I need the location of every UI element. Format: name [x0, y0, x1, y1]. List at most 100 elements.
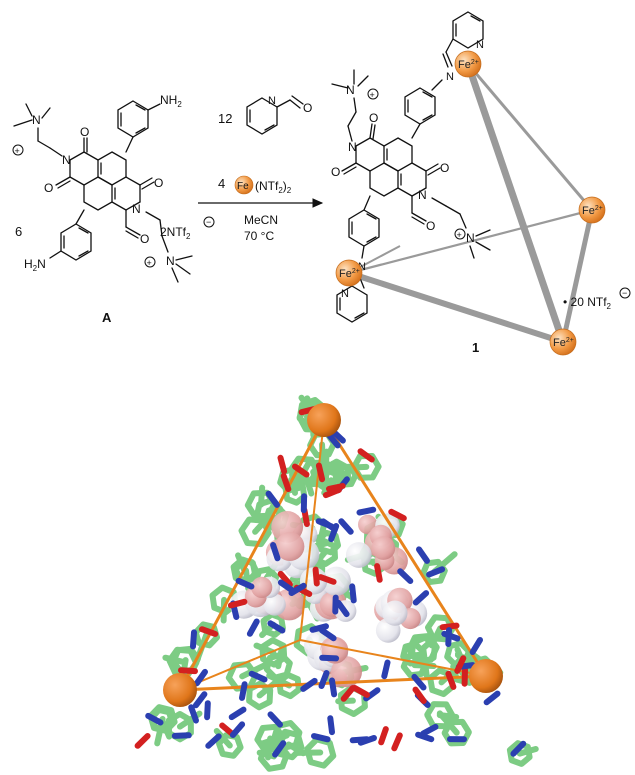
- guest-atom-sphere: [331, 656, 362, 688]
- product-cage-schematic: N N O O N N +: [331, 11, 631, 356]
- nitrogen-atom-stick: [420, 723, 439, 737]
- reagents: 12 N O 4 Fe (NTf2)2 MeCN 70 °C: [198, 95, 324, 243]
- oxygen-atom-stick: [227, 598, 248, 609]
- oxygen-atom-stick: [326, 483, 346, 492]
- guest-atom-sphere: [382, 600, 408, 626]
- guest-atom-sphere: [371, 536, 396, 560]
- aniline-ring-top: [117, 100, 149, 138]
- product-nitrogen-ammonium-1: N: [346, 83, 355, 97]
- nitrogen-atom-stick: [349, 583, 357, 604]
- oxygen-atom-stick: [454, 655, 467, 674]
- oxygen-atom-stick: [292, 463, 310, 478]
- nitrogen-atom-stick: [381, 659, 391, 680]
- bond-stick: [252, 514, 272, 535]
- oxygen-label-2: O: [44, 181, 53, 195]
- product-imine-bottom-n: N: [358, 261, 366, 273]
- product-aryl-ring-bottom: [348, 209, 380, 247]
- nitrogen-atom-stick: [272, 740, 287, 758]
- product-charge-plus-1: +: [370, 90, 375, 100]
- iron-salt-formula: (NTf2)2: [255, 179, 292, 195]
- heteroatoms: [134, 405, 527, 758]
- oxygen-atom-stick: [351, 685, 370, 698]
- guest-atom-sphere: [345, 542, 372, 568]
- product-oxygen-3: O: [440, 161, 449, 175]
- oxygen-atom-stick: [199, 626, 219, 637]
- iron-node-top: [454, 50, 482, 78]
- iron-node-right-label: Fe2+: [582, 205, 603, 217]
- nitrogen-atom-stick: [204, 700, 211, 721]
- oxygen-atom-stick: [340, 685, 356, 702]
- product-pyridine-bottom: [336, 285, 368, 323]
- oxygen-atom-stick: [357, 448, 375, 463]
- counterion-A: 2NTf2: [160, 225, 191, 241]
- oxygen-atom-stick: [280, 472, 292, 493]
- iron-ball-icon: [234, 175, 254, 195]
- nitrogen-atom-stick: [338, 518, 354, 535]
- nitrogen-atom-stick: [267, 620, 286, 634]
- oxygen-atom-stick: [388, 508, 407, 522]
- product-charge-plus-2: +: [457, 230, 462, 240]
- bond-stick: [256, 749, 277, 760]
- oxygen-label-1: O: [80, 125, 89, 139]
- nitrogen-atom-stick: [235, 577, 255, 590]
- nitrogen-atom-stick: [319, 627, 337, 642]
- aldehyde-oxygen: O: [303, 101, 312, 115]
- oxygen-atom-stick: [315, 462, 326, 483]
- nitrogen-atom-stick: [318, 670, 330, 689]
- bond-stick: [436, 712, 460, 721]
- nitrogen-atom-stick: [265, 490, 280, 508]
- oxygen-atom-stick: [445, 670, 457, 690]
- guest-atom-sphere: [263, 593, 286, 616]
- nitrogen-atom-stick: [205, 733, 222, 749]
- nitrogen-atom-stick: [356, 506, 377, 516]
- nitrogen-atom-stick: [327, 715, 335, 736]
- nitrogen-atom-stick: [309, 623, 329, 633]
- oxygen-atom-stick: [391, 732, 403, 752]
- nitrogen-label-imide-1: N: [62, 153, 71, 167]
- nitrogen-atom-stick: [412, 590, 430, 606]
- product-imine-top-n: N: [446, 71, 454, 83]
- oxygen-atom-stick: [134, 733, 151, 749]
- temperature-label: 70 °C: [244, 229, 274, 243]
- nitrogen-atom-stick: [193, 668, 208, 687]
- ndi-core-ring-2: [83, 176, 113, 211]
- iron-node-top-label: Fe2+: [458, 59, 479, 71]
- charge-minus-A: −: [206, 217, 211, 227]
- product-oxygen-2: O: [331, 165, 340, 179]
- nitrogen-atom-stick: [229, 721, 246, 738]
- nitrogen-atom-stick: [246, 618, 260, 637]
- product-counterion: • 20 NTf2: [563, 295, 612, 311]
- aromatic-ring-stick: [424, 701, 456, 730]
- iron-atom-top: [307, 403, 341, 437]
- bond-stick: [419, 629, 444, 652]
- bond-stick: [239, 661, 269, 680]
- solvent-label: MeCN: [244, 213, 278, 227]
- nitrogen-atom-stick: [349, 736, 370, 744]
- nitrogen-atom-stick: [228, 706, 247, 721]
- aromatic-ring-stick: [406, 633, 440, 664]
- nitrogen-atom-stick: [469, 637, 483, 655]
- nitrogen-atom-stick: [315, 518, 335, 530]
- aromatic-ring-stick: [165, 711, 194, 743]
- aromatic-ring-stick: [216, 732, 244, 759]
- nitrogen-atom-stick: [328, 523, 340, 543]
- oxygen-atom-stick: [439, 622, 460, 631]
- product-charge-minus: −: [622, 288, 627, 298]
- nitrogen-atom-stick: [411, 673, 427, 691]
- oxygen-label-3: O: [154, 176, 163, 190]
- nitrogen-atom-stick: [171, 732, 192, 739]
- oxygen-atom-stick: [378, 726, 389, 746]
- product-nitrogen-imide-2: N: [418, 188, 427, 202]
- bond-stick: [258, 484, 266, 508]
- nitrogen-label-ammonium-2: N: [166, 254, 175, 268]
- product-oxygen-1: O: [369, 111, 378, 125]
- product-pyridine-top-n: N: [476, 39, 484, 51]
- bond-stick: [319, 441, 327, 469]
- coefficient-fe: 4: [218, 176, 225, 191]
- product-aryl-ring-top: [404, 87, 436, 125]
- label-compound-A: A: [102, 310, 112, 325]
- nitrogen-atom-stick: [270, 542, 281, 562]
- label-product-1: 1: [472, 340, 479, 355]
- nitrogen-atom-stick: [397, 568, 414, 584]
